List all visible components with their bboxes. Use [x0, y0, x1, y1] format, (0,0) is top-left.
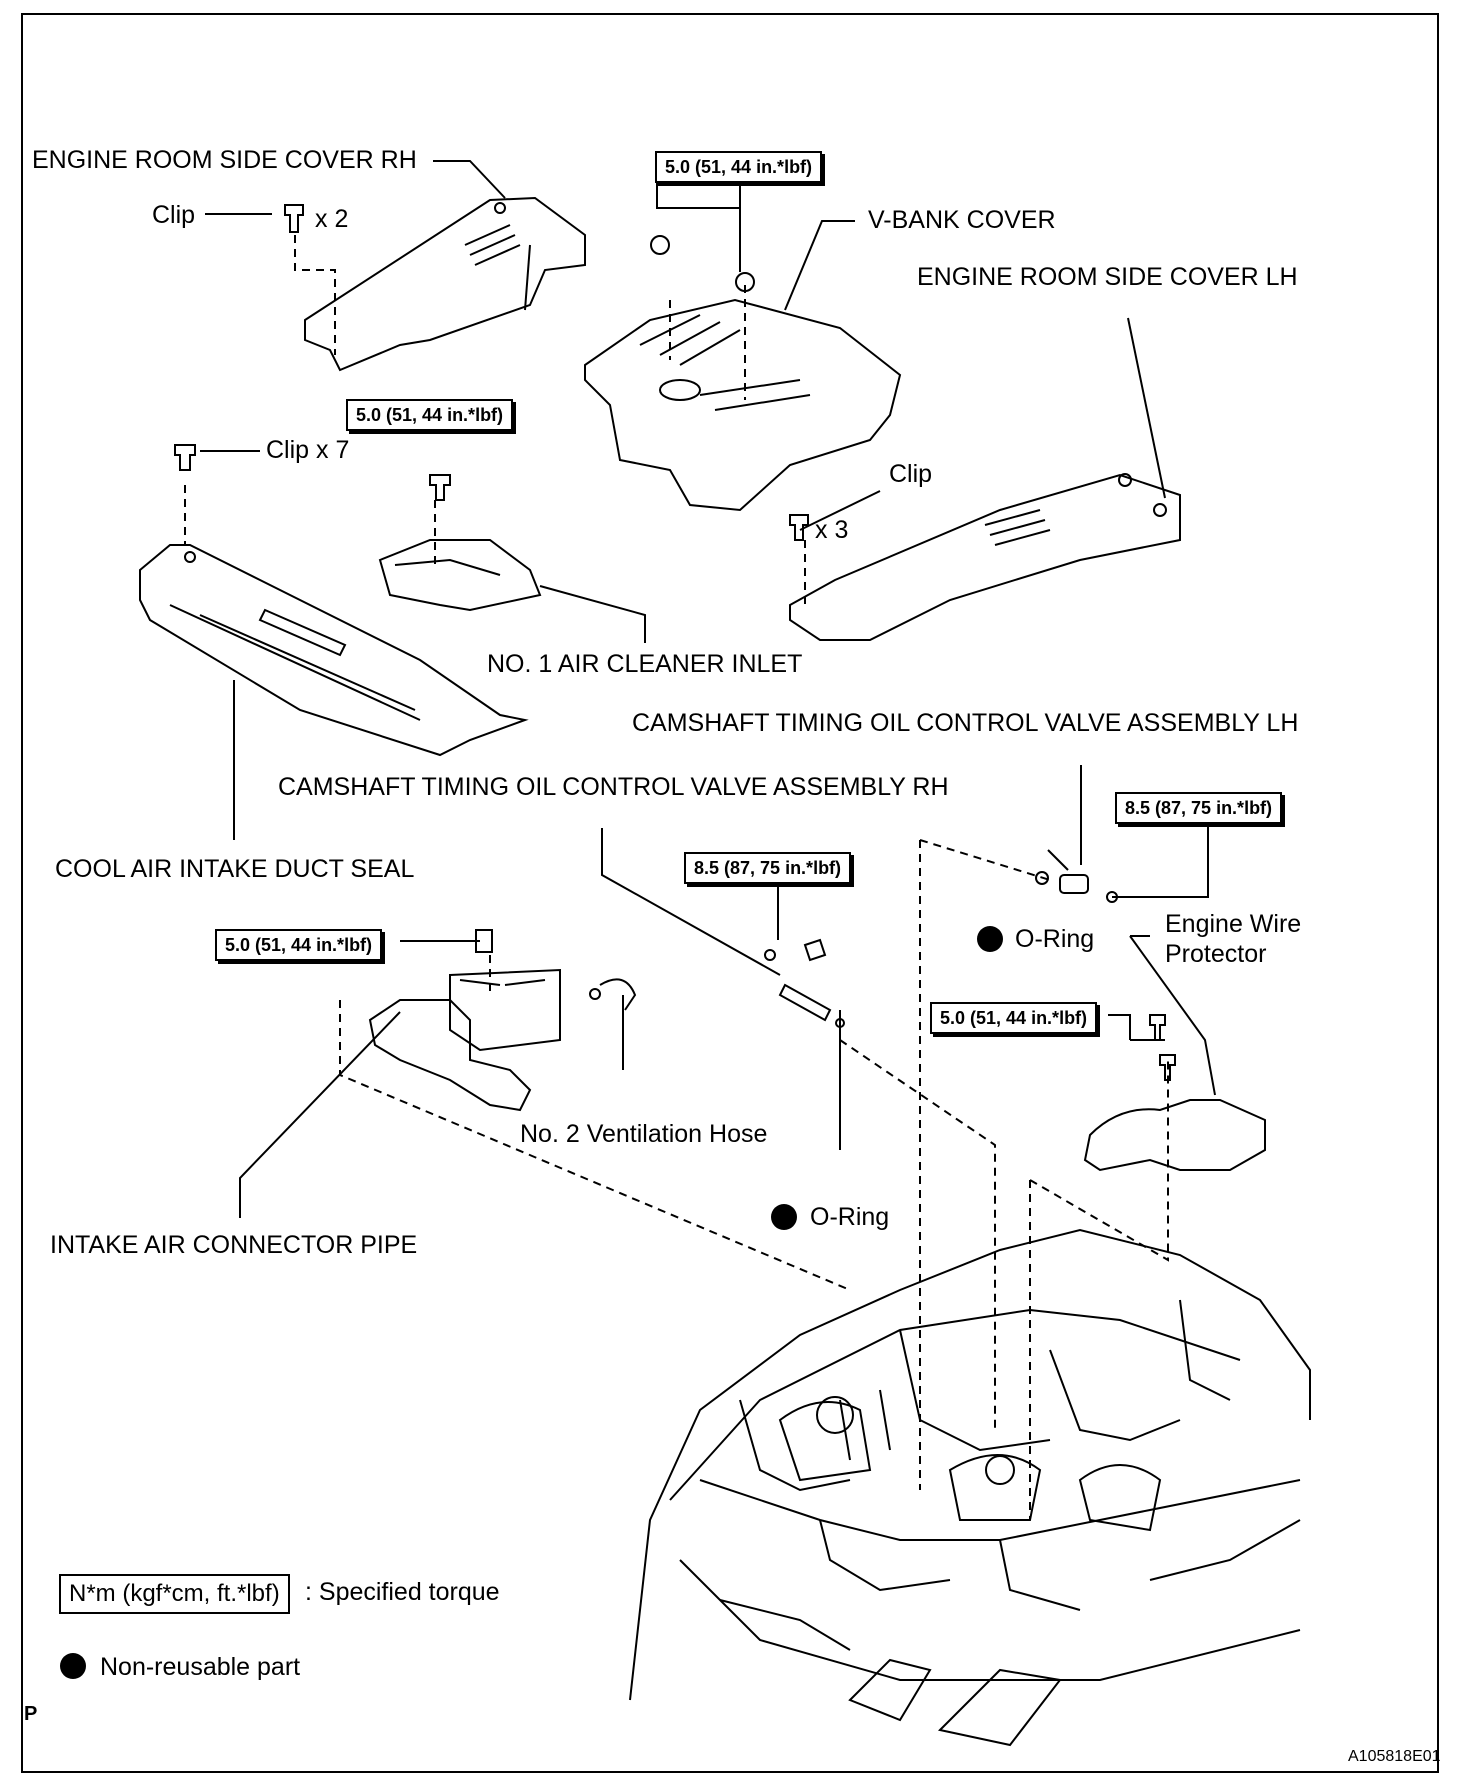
- torque-box-ocv-lh: 8.5 (87, 75 in.*lbf): [1115, 792, 1283, 824]
- vbank-cover-shape: [584, 235, 902, 512]
- label-side-cover-rh: ENGINE ROOM SIDE COVER RH: [32, 146, 417, 174]
- label-o-ring-rh: O-Ring: [810, 1203, 890, 1231]
- leader-lines: [200, 160, 1216, 1218]
- label-intake-pipe: INTAKE AIR CONNECTOR PIPE: [50, 1231, 418, 1259]
- nonreusable-marker-rh: [771, 1204, 797, 1230]
- diagram-frame: [21, 13, 1439, 1773]
- label-ocv-lh: CAMSHAFT TIMING OIL CONTROL VALVE ASSEMB…: [632, 709, 1299, 737]
- side-cover-rh-shape: [304, 196, 586, 372]
- air-cleaner-inlet-shape: [378, 474, 542, 612]
- ocv-rh-shape: [764, 938, 845, 1028]
- wire-protector-shape: [1083, 1014, 1266, 1172]
- label-engine-wire-2: Protector: [1165, 940, 1267, 968]
- page-mark: P: [24, 1703, 38, 1725]
- label-o-ring-lh: O-Ring: [1015, 925, 1095, 953]
- intake-pipe-shape: [368, 929, 637, 1112]
- ocv-lh-shape: [1035, 849, 1118, 903]
- torque-box-ocv-rh: 8.5 (87, 75 in.*lbf): [684, 852, 852, 884]
- torque-box-protector: 5.0 (51, 44 in.*lbf): [930, 1002, 1098, 1034]
- figure-code: A105818E01: [1348, 1748, 1441, 1765]
- legend-nonreusable-dot: [60, 1653, 86, 1679]
- label-air-cleaner-inlet: NO. 1 AIR CLEANER INLET: [487, 650, 803, 678]
- clip-x7-shape: [174, 444, 196, 471]
- label-clip-rh-qty: x 2: [315, 205, 349, 233]
- label-clip-lh: Clip: [889, 460, 933, 488]
- label-engine-wire-1: Engine Wire: [1165, 910, 1302, 938]
- label-cool-air-seal: COOL AIR INTAKE DUCT SEAL: [55, 855, 415, 883]
- label-ocv-rh: CAMSHAFT TIMING OIL CONTROL VALVE ASSEMB…: [278, 773, 949, 801]
- clip-rh-shape: [284, 204, 304, 233]
- torque-box-inlet: 5.0 (51, 44 in.*lbf): [346, 399, 514, 431]
- label-clip-x7: Clip x 7: [266, 436, 350, 464]
- label-clip-lh-qty: x 3: [815, 516, 849, 544]
- vehicle-engine-bay-shape: [629, 1228, 1311, 1747]
- legend-torque-desc: : Specified torque: [305, 1578, 500, 1606]
- label-ventilation-hose: No. 2 Ventilation Hose: [520, 1120, 768, 1148]
- label-vbank-cover: V-BANK COVER: [868, 206, 1056, 234]
- label-clip-rh: Clip: [152, 201, 196, 229]
- nonreusable-marker-lh: [977, 926, 1003, 952]
- side-cover-lh-shape: [789, 473, 1181, 641]
- label-side-cover-lh: ENGINE ROOM SIDE COVER LH: [917, 263, 1298, 291]
- legend-nonreusable-label: Non-reusable part: [100, 1653, 301, 1681]
- cool-air-seal-shape: [139, 544, 529, 757]
- legend-torque-box: N*m (kgf*cm, ft.*lbf): [59, 1574, 290, 1614]
- torque-box-vbank: 5.0 (51, 44 in.*lbf): [655, 151, 823, 183]
- torque-box-pipe: 5.0 (51, 44 in.*lbf): [215, 929, 383, 961]
- dashed-guide-lines: [184, 235, 1169, 1520]
- clip-lh-shape: [789, 514, 809, 541]
